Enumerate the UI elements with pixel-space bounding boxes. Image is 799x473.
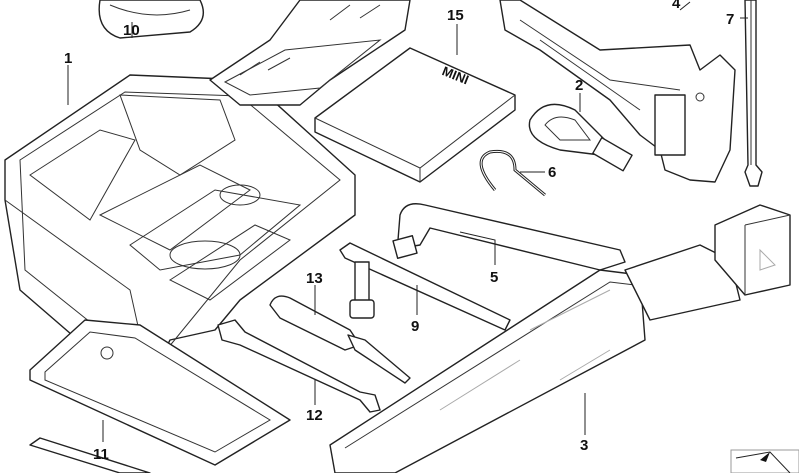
callout-15: 15 xyxy=(447,7,464,24)
part-4-jack[interactable] xyxy=(499,0,736,183)
part-3-jack-bag[interactable] xyxy=(329,204,791,473)
callout-13: 13 xyxy=(306,270,323,287)
callout-9: 9 xyxy=(411,318,419,335)
callout-3: 3 xyxy=(580,437,588,454)
part-12-open-end-wrench[interactable] xyxy=(217,319,381,413)
callout-leaders xyxy=(67,1,748,442)
part-13-screwdriver[interactable] xyxy=(269,295,411,384)
callout-2: 2 xyxy=(575,77,583,94)
part-tool-holder-plate[interactable] xyxy=(209,0,411,106)
callout-labels: 10 1 15 4 7 2 6 5 13 9 12 11 3 xyxy=(64,0,734,463)
part-1-foam-tray[interactable] xyxy=(4,74,356,386)
part-5-wheel-wrench[interactable] xyxy=(392,203,626,271)
callout-1: 1 xyxy=(64,50,72,67)
part-7-towing-rod[interactable] xyxy=(744,0,763,187)
callout-11: 11 xyxy=(93,446,109,463)
callout-12: 12 xyxy=(306,407,323,424)
diagram-symbol-icon xyxy=(730,449,799,473)
part-2-towing-eye[interactable] xyxy=(528,103,633,172)
part-6-wire-hook[interactable] xyxy=(479,149,546,197)
part-9-socket-wrench[interactable] xyxy=(339,242,511,331)
callout-4: 4 xyxy=(672,0,681,12)
callout-6: 6 xyxy=(548,164,556,181)
callout-5: 5 xyxy=(490,269,498,286)
callout-7: 7 xyxy=(726,11,734,28)
callout-10: 10 xyxy=(123,22,140,39)
part-10-pouch[interactable] xyxy=(98,0,204,39)
part-11-bag[interactable] xyxy=(29,319,291,473)
